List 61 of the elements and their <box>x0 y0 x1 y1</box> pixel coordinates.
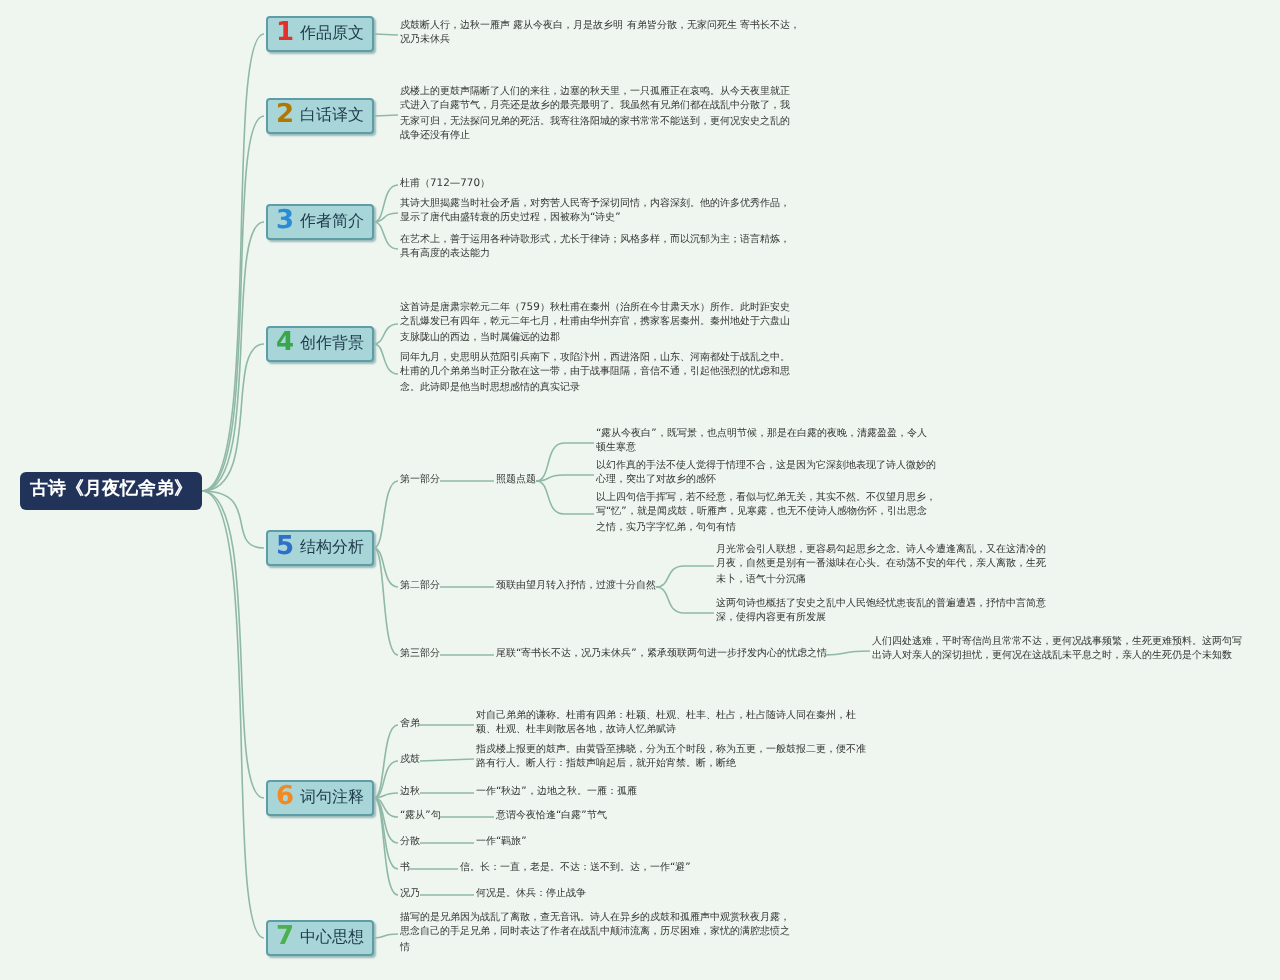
section-title: 创作背景 <box>300 332 365 356</box>
branch-line <box>373 797 399 844</box>
branch-line <box>373 547 399 588</box>
branch-line <box>373 184 399 223</box>
branch-line <box>201 490 265 799</box>
branch-line <box>373 760 399 799</box>
section-box <box>266 204 375 240</box>
section-title: 词句注释 <box>300 786 365 810</box>
branch-line <box>419 758 475 762</box>
section-number: 3 <box>276 208 295 236</box>
branch-line <box>419 792 475 794</box>
section-box <box>266 530 375 566</box>
branch-line <box>409 868 459 870</box>
branch-line <box>419 894 475 896</box>
branch-line <box>373 33 399 36</box>
section-number: 7 <box>276 924 295 952</box>
branch-line <box>535 442 595 482</box>
branch-line <box>373 797 399 818</box>
branch-line <box>373 114 399 117</box>
branch-line <box>373 792 399 799</box>
branch-line <box>373 797 399 896</box>
branch-line <box>535 480 595 515</box>
section-title: 结构分析 <box>300 536 365 560</box>
branch-line <box>655 565 715 588</box>
branch-line <box>419 724 475 726</box>
branch-line <box>373 797 399 870</box>
branch-line <box>535 474 595 482</box>
branch-line <box>373 480 399 549</box>
branch-line <box>439 586 495 588</box>
branch-line <box>419 842 475 844</box>
section-number: 4 <box>276 330 295 358</box>
section-box <box>266 326 375 362</box>
section-number: 6 <box>276 784 295 812</box>
section-box <box>266 16 375 52</box>
section-box <box>266 920 375 956</box>
section-title: 中心思想 <box>300 926 365 950</box>
branch-line <box>201 221 265 492</box>
branch-line <box>373 724 399 799</box>
section-box <box>266 98 375 134</box>
section-title: 作品原文 <box>300 22 365 46</box>
branch-line <box>655 586 715 614</box>
branch-line <box>201 490 265 549</box>
branch-line <box>373 547 399 656</box>
section-number: 5 <box>276 534 295 562</box>
section-number: 1 <box>276 20 295 48</box>
branch-line <box>373 212 399 223</box>
branch-line <box>201 490 265 939</box>
branch-line <box>373 323 399 345</box>
branch-line <box>201 33 265 492</box>
section-title: 白话译文 <box>300 104 365 128</box>
section-number: 2 <box>276 102 295 130</box>
branch-line <box>439 816 495 818</box>
branch-line <box>373 343 399 375</box>
branch-line <box>373 933 399 939</box>
branch-line <box>439 654 495 656</box>
branch-line <box>439 480 495 482</box>
branch-line <box>373 221 399 250</box>
section-box <box>266 780 375 816</box>
branch-line <box>825 650 871 656</box>
root-box: 古诗《月夜忆舍弟》 <box>20 472 202 510</box>
section-title: 作者简介 <box>300 210 365 234</box>
